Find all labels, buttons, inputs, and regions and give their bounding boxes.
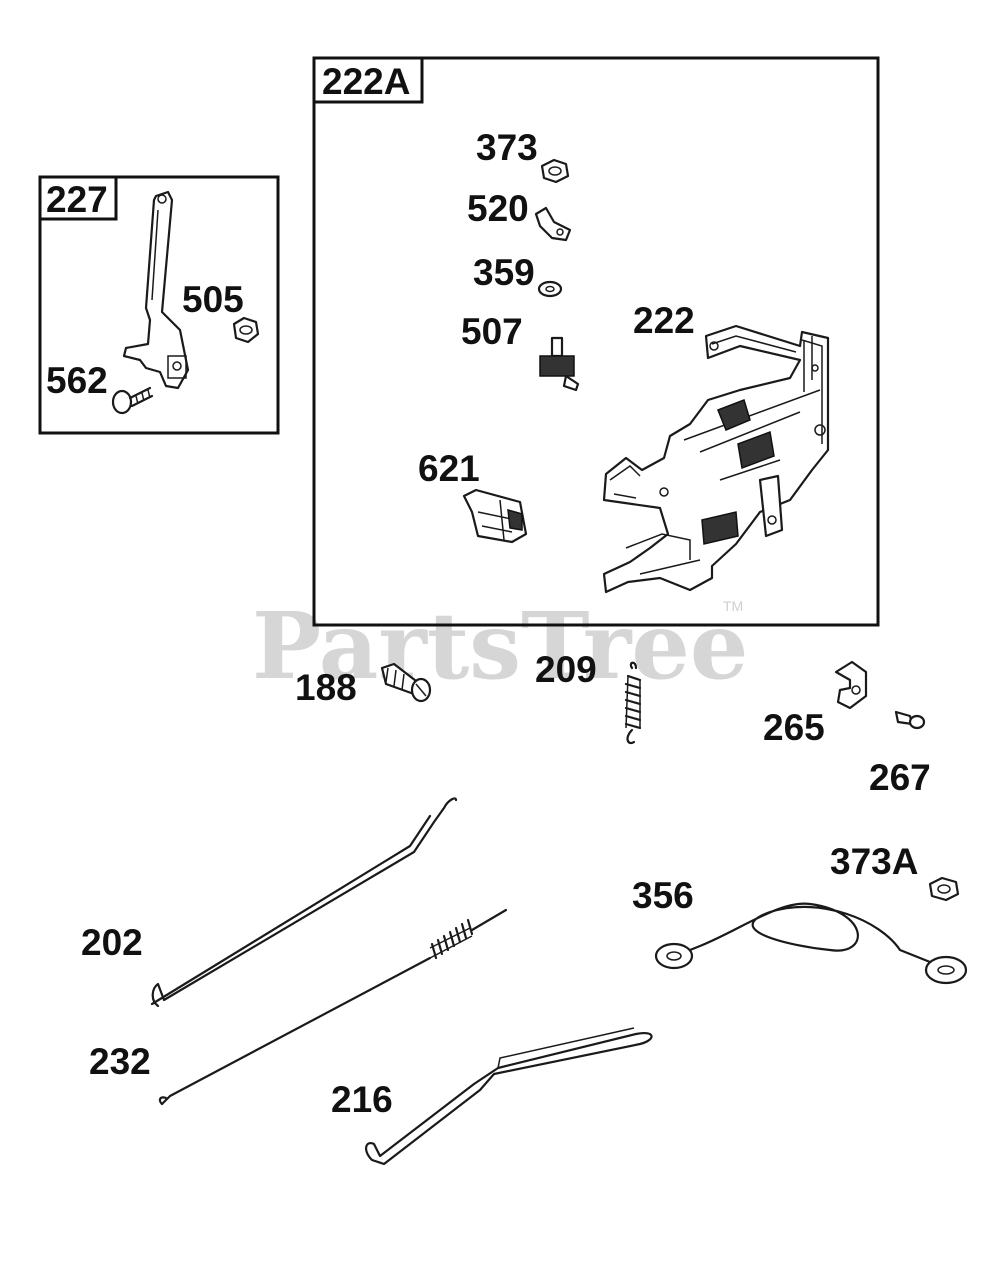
watermark: PartsTree [252, 592, 748, 700]
label-520: 520 [467, 188, 529, 229]
label-562: 562 [46, 360, 108, 401]
label-232: 232 [89, 1041, 151, 1082]
box-222A-frame [312, 56, 880, 627]
link-rod-216-part[interactable] [365, 1027, 653, 1166]
label-373: 373 [476, 127, 538, 168]
nut-505-part[interactable] [232, 316, 260, 344]
screw-562-part[interactable] [111, 386, 154, 415]
governor-rod-232-part[interactable] [158, 908, 508, 1106]
washer-359-part[interactable] [537, 280, 563, 298]
ground-wire-356-part[interactable] [654, 902, 968, 985]
watermark-trademark: TM [723, 598, 743, 614]
screw-267-part[interactable] [894, 710, 926, 730]
link-rod-202-part[interactable] [150, 797, 458, 1008]
label-505: 505 [182, 279, 244, 320]
label-356: 356 [632, 875, 694, 916]
box-227-tag [38, 175, 118, 221]
label-188: 188 [295, 667, 357, 708]
box-227-group: 227 505 562 [38, 175, 280, 435]
box-222A-label: 222A [322, 61, 410, 102]
governor-lever-part[interactable] [122, 190, 190, 390]
box-222A-group: 222A [312, 56, 880, 627]
label-621: 621 [418, 448, 480, 489]
clamp-265-part[interactable] [834, 660, 868, 710]
box-227-frame [38, 175, 280, 435]
label-209: 209 [535, 649, 597, 690]
label-265: 265 [763, 707, 825, 748]
nut-373-part[interactable] [540, 158, 570, 184]
switch-507-part[interactable] [539, 336, 580, 392]
bracket-520-part[interactable] [534, 206, 572, 242]
label-202: 202 [81, 922, 143, 963]
control-bracket-222-part[interactable] [602, 324, 830, 594]
label-359: 359 [473, 252, 535, 293]
label-222: 222 [633, 300, 695, 341]
box-227-label: 227 [46, 179, 108, 220]
nut-373A-part[interactable] [928, 876, 960, 902]
box-222A-tag [312, 56, 424, 104]
clip-621-part[interactable] [462, 488, 528, 544]
screw-188-part[interactable] [380, 662, 432, 703]
label-507: 507 [461, 311, 523, 352]
label-373A: 373A [830, 841, 918, 882]
spring-209-part[interactable] [624, 661, 642, 745]
label-216: 216 [331, 1079, 393, 1120]
label-267: 267 [869, 757, 931, 798]
